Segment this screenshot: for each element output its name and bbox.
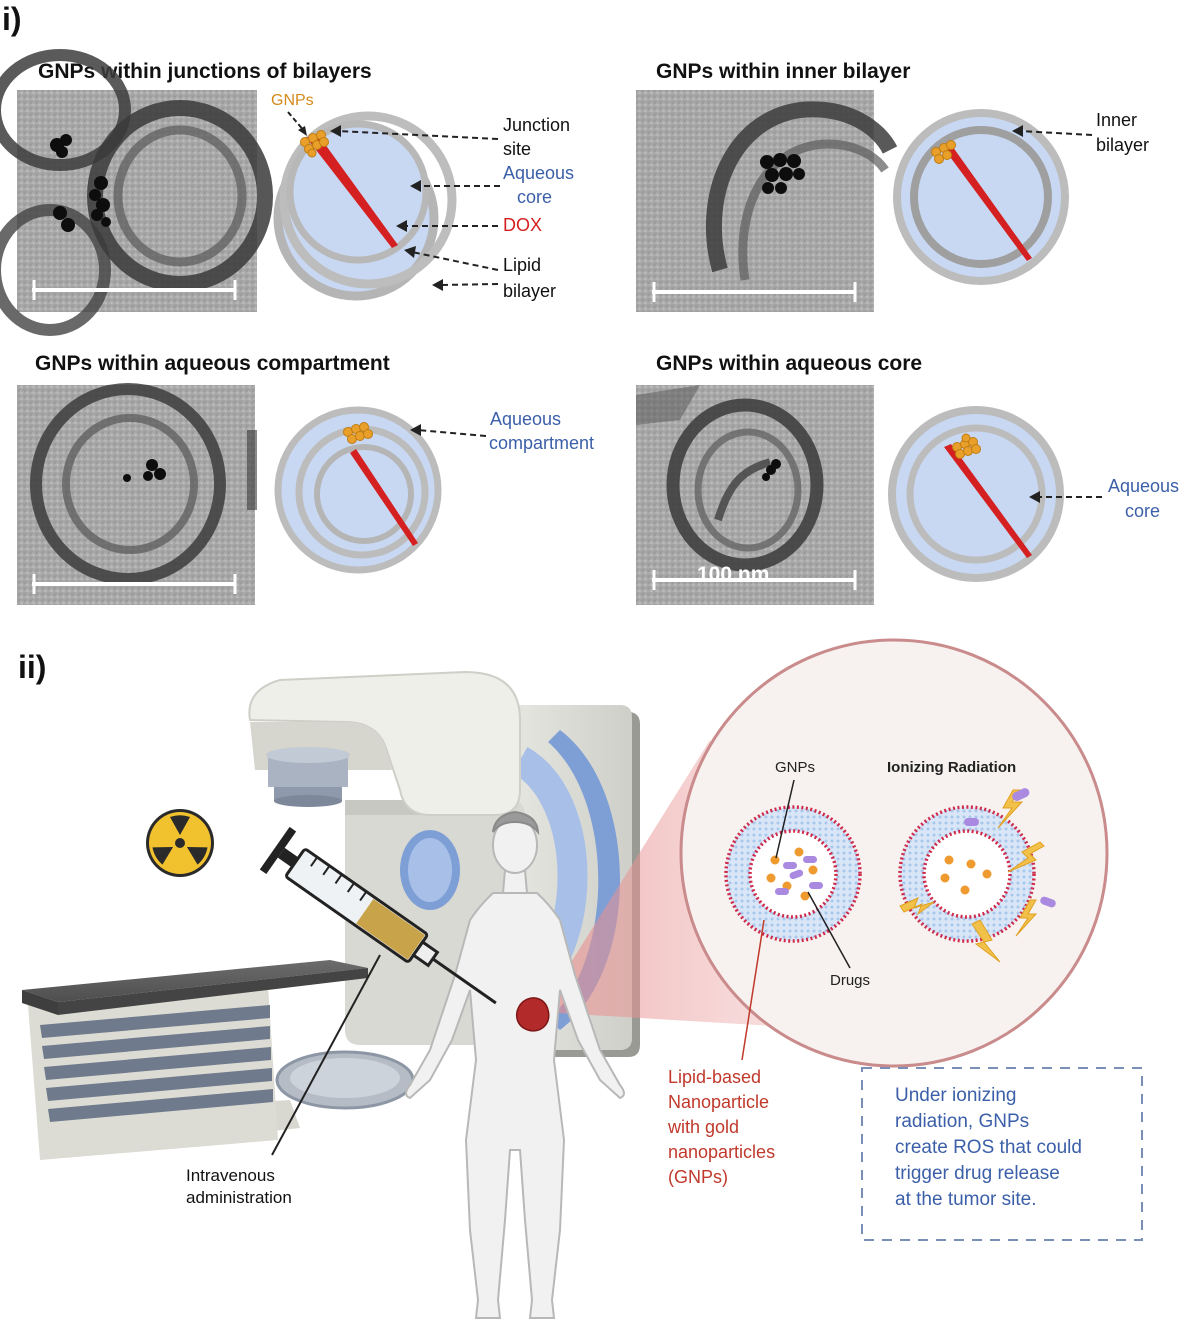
patient-figure xyxy=(405,810,625,1319)
syringe-icon xyxy=(259,826,497,1005)
lnp-label-line4: nanoparticles xyxy=(668,1142,775,1162)
label-core-line1: Aqueous xyxy=(503,163,574,183)
tumor-icon xyxy=(515,997,550,1032)
label-core-line2: core xyxy=(517,187,552,207)
released-drugs xyxy=(964,788,1056,908)
part-i-label: i) xyxy=(2,1,22,37)
iv-label-line2: administration xyxy=(186,1188,292,1207)
liposome-irradiated xyxy=(898,805,1036,943)
label-junction-line1: Junction xyxy=(503,115,570,135)
note-line4: trigger drug release xyxy=(895,1163,1060,1184)
em-image-aqueous-compartment xyxy=(17,383,257,605)
note-box xyxy=(861,1067,1143,1241)
label-core2-line2: core xyxy=(1125,501,1160,521)
label-dox: DOX xyxy=(503,215,542,235)
inset-radiation-label: Ionizing Radiation xyxy=(887,759,1016,776)
panel-4-title: GNPs within aqueous core xyxy=(656,352,922,375)
inset-drugs-label: Drugs xyxy=(830,972,870,989)
label-compartment-line2: compartment xyxy=(489,433,594,453)
gnp-cluster xyxy=(300,130,329,158)
part-ii-label: ii) xyxy=(18,649,46,685)
lnp-label-line5: (GNPs) xyxy=(668,1167,728,1187)
label-gnps: GNPs xyxy=(271,92,314,109)
lnp-label-line3: with gold xyxy=(667,1117,739,1137)
inset-gnps-label: GNPs xyxy=(775,759,815,776)
inset-drugs-leader xyxy=(807,891,851,969)
panel-2-title: GNPs within inner bilayer xyxy=(656,60,910,83)
em-image-junctions xyxy=(0,49,273,336)
lnp-label-line1: Lipid-based xyxy=(668,1067,761,1087)
schematic-inner-bilayer xyxy=(893,109,1069,285)
radiation-hazard-icon xyxy=(146,809,214,877)
arrow-lipid xyxy=(404,246,499,291)
arrow-core2 xyxy=(1029,491,1102,503)
arrow-junction xyxy=(330,125,499,140)
arrow-compartment xyxy=(410,424,487,437)
schematic-aqueous-compartment xyxy=(274,406,442,574)
label-junction-line2: site xyxy=(503,139,531,159)
arrow-dox xyxy=(396,220,498,232)
label-lipid-line2: bilayer xyxy=(503,281,556,301)
arrow-gnps xyxy=(287,111,307,136)
liposome-intact xyxy=(724,805,862,943)
note-line3: create ROS that could xyxy=(895,1137,1082,1158)
treatment-couch xyxy=(22,960,368,1160)
panel-3-title: GNPs within aqueous compartment xyxy=(35,352,390,375)
zoom-inset xyxy=(679,638,1109,1068)
note-line1: Under ionizing xyxy=(895,1085,1016,1106)
em-image-inner-bilayer xyxy=(636,90,898,312)
scale-bar-label: 100 nm xyxy=(697,563,769,586)
note-line5: at the tumor site. xyxy=(895,1189,1037,1210)
schematic-junctions xyxy=(273,111,457,301)
note-line2: radiation, GNPs xyxy=(895,1111,1029,1132)
label-inner-line1: Inner xyxy=(1096,110,1137,130)
schematic-aqueous-core xyxy=(888,406,1064,582)
label-compartment-line1: Aqueous xyxy=(490,409,561,429)
label-core2-line1: Aqueous xyxy=(1108,476,1179,496)
lnp-leader xyxy=(741,919,765,1061)
panel-1-title: GNPs within junctions of bilayers xyxy=(38,60,372,83)
arrow-inner xyxy=(1012,125,1093,137)
iv-leader xyxy=(271,954,381,1156)
label-lipid-line1: Lipid xyxy=(503,255,541,275)
label-inner-line2: bilayer xyxy=(1096,135,1149,155)
lnp-label-line2: Nanoparticle xyxy=(668,1092,769,1112)
iv-label-line1: Intravenous xyxy=(186,1166,275,1185)
em-image-aqueous-core xyxy=(636,385,874,605)
arrow-core xyxy=(410,180,500,192)
inset-gnps-leader xyxy=(775,779,795,859)
